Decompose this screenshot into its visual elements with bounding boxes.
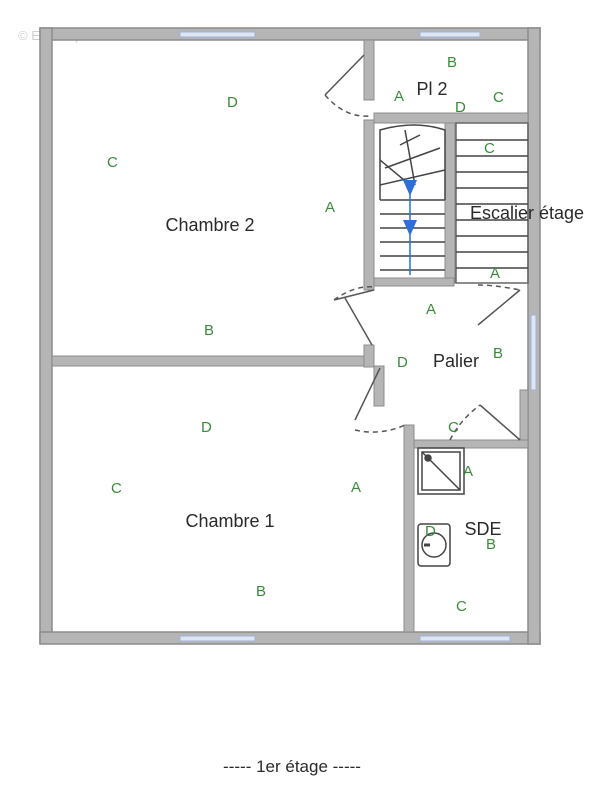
wall-letter-chambre2-b: B	[204, 322, 214, 339]
wall-sde-right-top	[519, 389, 529, 441]
wall-letter-chambre1-d: D	[201, 419, 212, 436]
wall-letter-chambre1-a: A	[351, 479, 361, 496]
wall-stair-bottom	[373, 277, 455, 287]
wall-pl2-bottom	[373, 112, 529, 124]
wall-letter-palier-c: C	[448, 419, 459, 436]
door-chambre1-arc	[354, 424, 406, 433]
room-name-pl2: Pl 2	[416, 79, 447, 99]
shower	[417, 447, 465, 495]
wall-letter-sde-b: B	[486, 536, 496, 553]
wall-letter-pl2-b: B	[447, 54, 457, 71]
room-name-escalier: Escalier étage	[470, 203, 584, 223]
wall-letter-chambre1-c: C	[111, 480, 122, 497]
wall-letter-pl2-d: D	[455, 99, 466, 116]
wall-letter-sde-a: A	[463, 463, 473, 480]
stair-arrow-lower	[403, 220, 417, 236]
door-chambre2-leaf	[324, 54, 365, 96]
wall-letter-palier-a: A	[426, 301, 436, 318]
wall-letter-pl2-a: A	[394, 88, 404, 105]
door-chambre1-leaf	[354, 367, 381, 421]
room-name-chambre1: Chambre 1	[185, 511, 274, 531]
door-palier-leaf	[344, 297, 373, 346]
door-chambre2-arc	[324, 94, 371, 117]
wall-ch2-right-top	[363, 39, 375, 101]
wall-letter-sde-c: C	[456, 598, 467, 615]
door-right-arc	[477, 284, 521, 291]
wall-letter-chambre2-a: A	[325, 199, 335, 216]
wall-ch1-right	[403, 424, 415, 633]
wall-letter-pl2-c: C	[493, 89, 504, 106]
wall-letter-escalier-c: C	[484, 140, 495, 157]
room-name-palier: Palier	[433, 351, 479, 371]
wall-stair-middle	[444, 122, 456, 284]
wall-ch1-top-right	[373, 365, 385, 407]
door-sde-leaf	[479, 404, 521, 441]
wall-letter-sde-d: D	[425, 523, 436, 540]
wall-letter-chambre2-c: C	[107, 154, 118, 171]
window-bottom-1	[179, 635, 256, 642]
wall-letter-palier-b: B	[493, 345, 503, 362]
doors	[324, 54, 521, 441]
window-right	[530, 314, 537, 391]
washbasin	[417, 523, 451, 567]
door-palier-arc	[333, 286, 375, 301]
door-right-leaf	[477, 289, 521, 326]
window-top-2	[419, 31, 481, 38]
door-stair-leaf	[333, 289, 375, 301]
wall-letter-chambre2-d: D	[227, 94, 238, 111]
wall-sde-top	[413, 439, 529, 449]
window-bottom-2	[419, 635, 511, 642]
staircase	[379, 122, 529, 284]
stair-curved-outline	[379, 124, 446, 200]
floor-caption: ----- 1er étage -----	[223, 757, 361, 776]
wall-letter-palier-d: D	[397, 354, 408, 371]
window-top-1	[179, 31, 256, 38]
wall-letter-chambre1-b: B	[256, 583, 266, 600]
room-name-chambre2: Chambre 2	[165, 215, 254, 235]
wall-chambres	[51, 355, 368, 367]
wall-ch2-right-mid	[363, 119, 375, 291]
outer-wall-left	[39, 27, 53, 644]
wall-ch2-right-low	[363, 344, 375, 368]
room-name-sde: SDE	[464, 519, 501, 539]
wall-letter-escalier-a: A	[490, 265, 500, 282]
stair-arrow-upper	[403, 180, 417, 196]
door-sde-arc	[449, 404, 481, 441]
